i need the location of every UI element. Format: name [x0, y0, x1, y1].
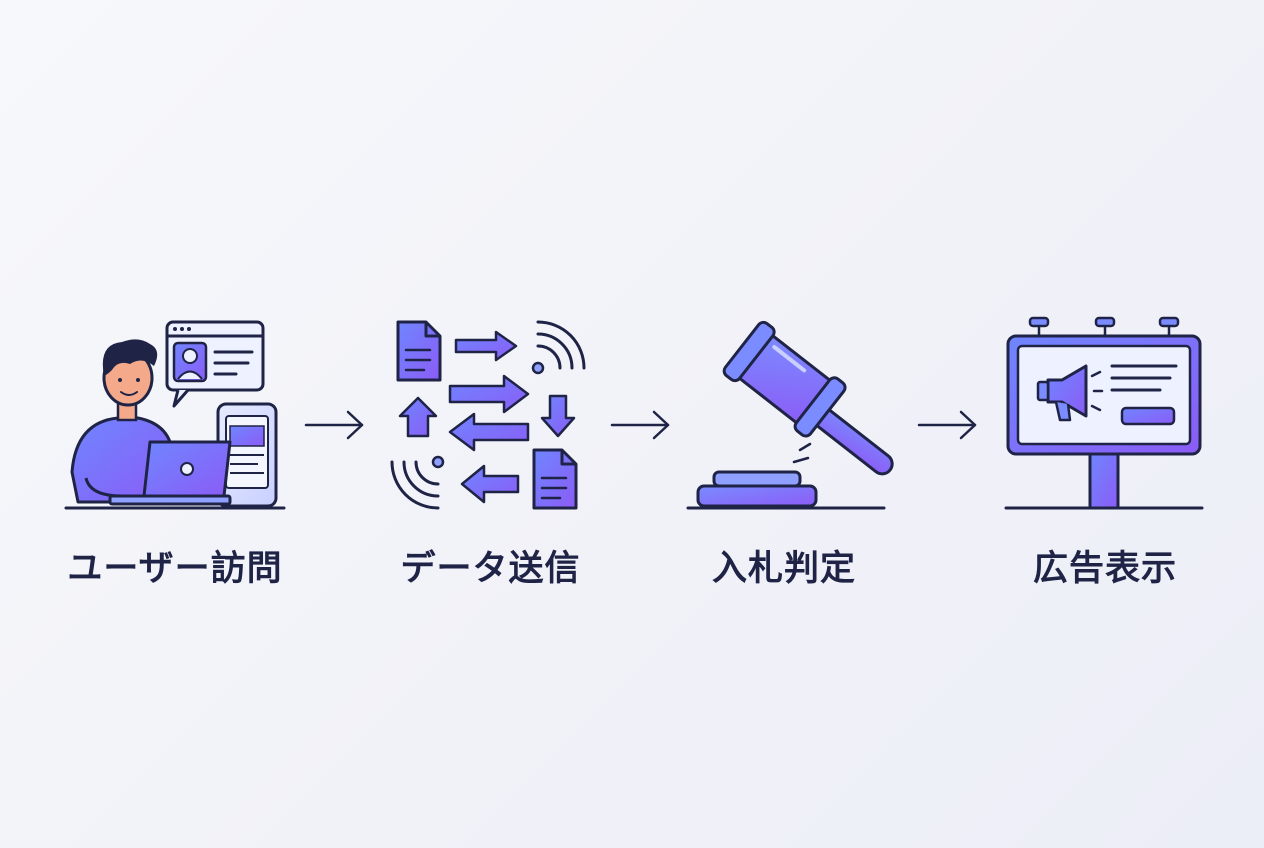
- step-label: ユーザー訪問: [67, 549, 283, 589]
- arrow-right-icon: [304, 410, 364, 440]
- user-laptop-icon: [64, 320, 286, 510]
- step-label: 広告表示: [1032, 549, 1177, 589]
- arrow-right-icon: [917, 410, 977, 440]
- step-user-visit: ユーザー訪問: [60, 300, 290, 600]
- step-bid-decision: 入札判定: [684, 300, 894, 600]
- step-ad-display: 広告表示: [1000, 300, 1210, 600]
- data-transfer-icon: [390, 320, 586, 510]
- step-label: データ送信: [400, 549, 581, 589]
- gavel-icon: [686, 320, 894, 510]
- arrow-right-icon: [610, 410, 670, 440]
- billboard-icon: [1004, 316, 1204, 510]
- step-data-send: データ送信: [388, 300, 593, 600]
- step-label: 入札判定: [711, 549, 856, 589]
